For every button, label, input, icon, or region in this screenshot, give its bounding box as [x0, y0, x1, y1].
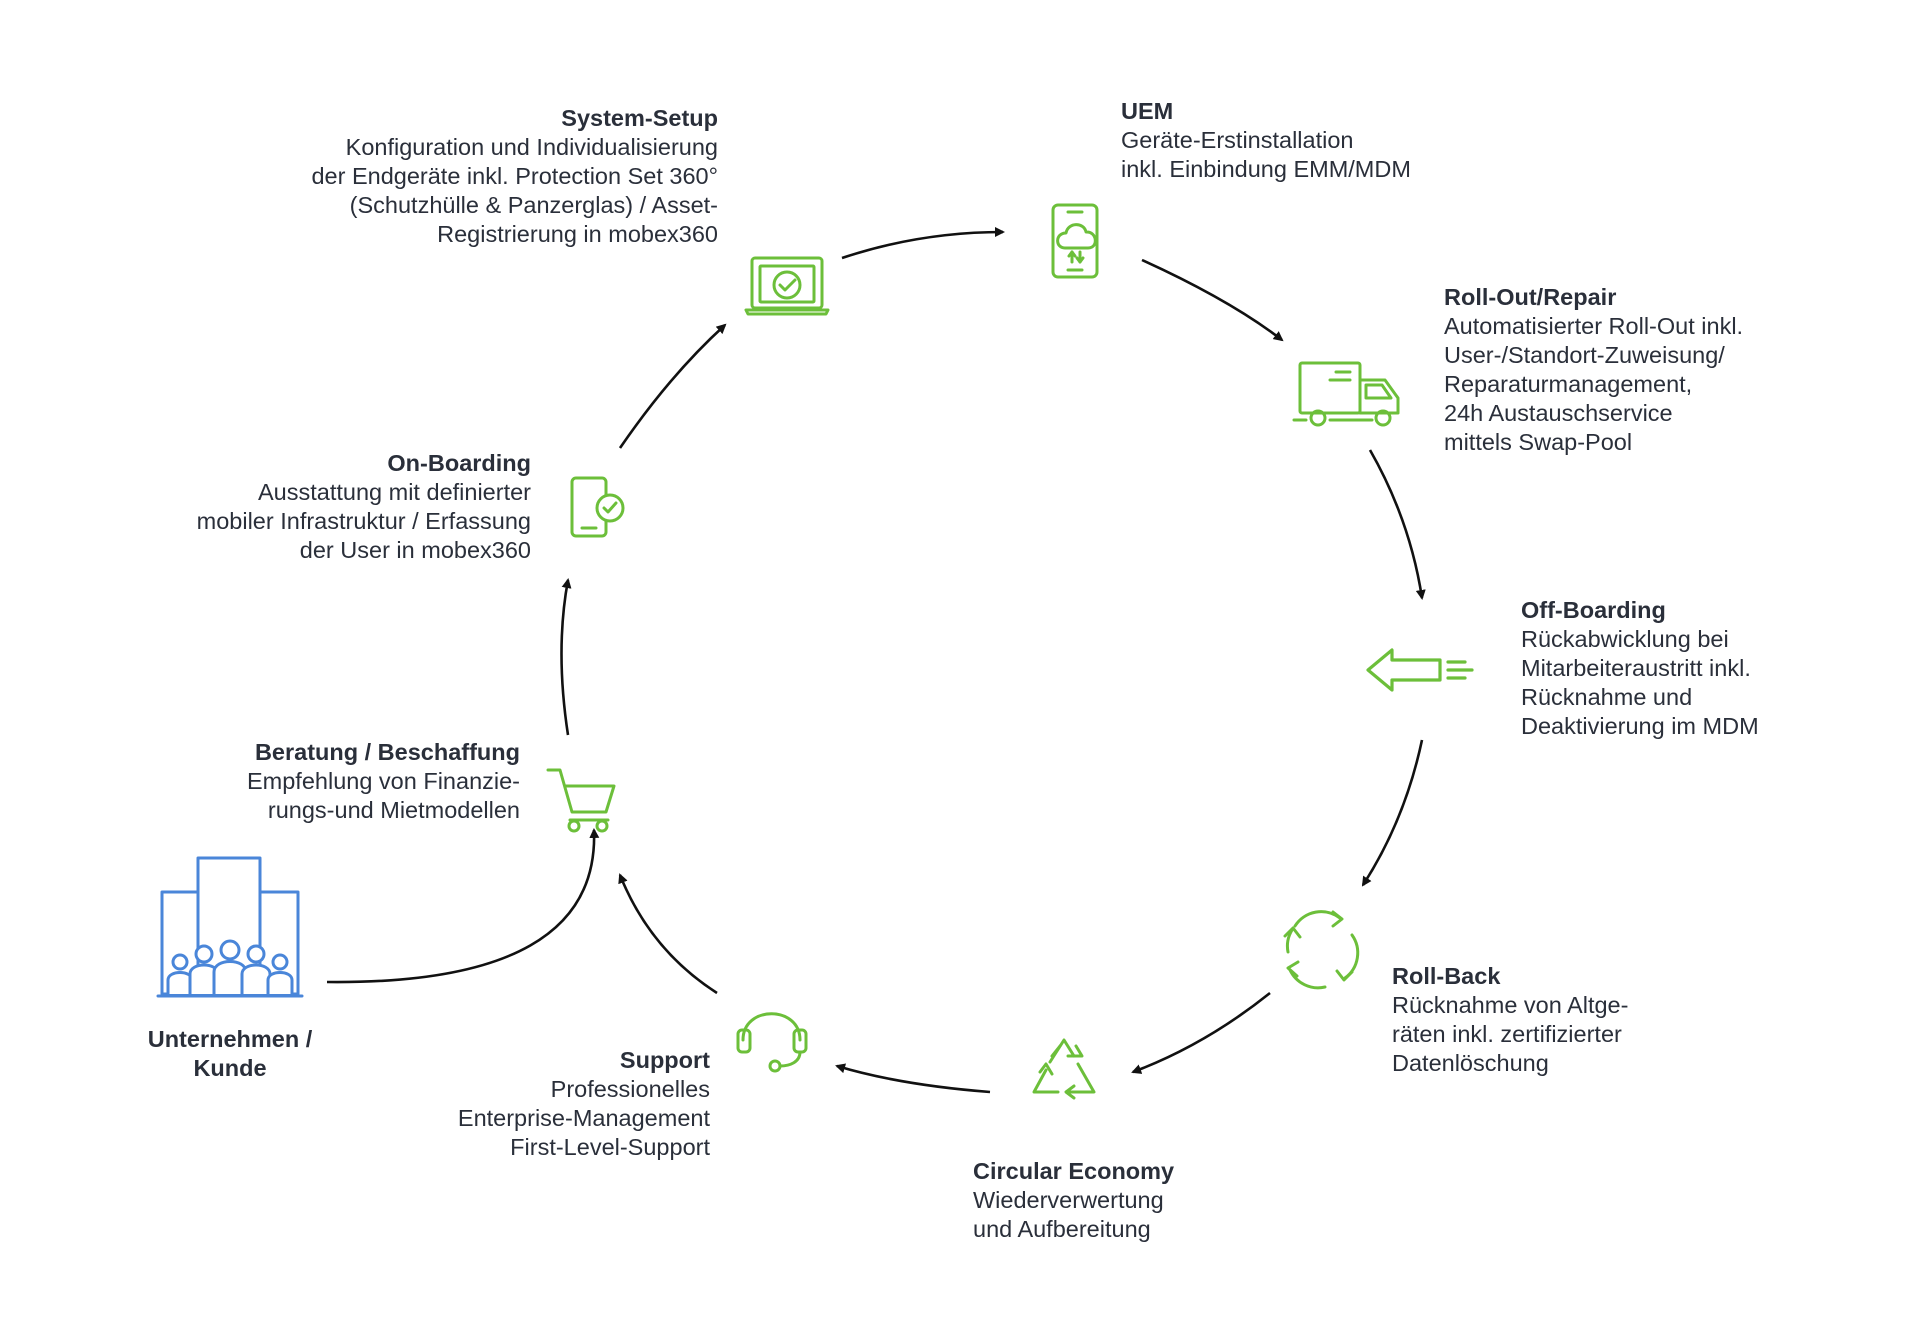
phone-check-icon — [570, 476, 625, 538]
node-line: User-/Standort-Zuweisung/ — [1444, 342, 1725, 368]
node-line: Enterprise-Management — [457, 1105, 710, 1131]
node-line: räten inkl. zertifizierter — [1392, 1021, 1622, 1047]
node-line: Rücknahme und — [1521, 684, 1693, 710]
node-uem: UEM Geräte-Erstinstallation inkl. Einbin… — [1121, 97, 1541, 184]
phone-cloud-icon — [1051, 203, 1099, 279]
node-system-setup: System-Setup Konfiguration und Individua… — [298, 104, 718, 249]
node-line: Registrierung in mobex360 — [437, 221, 718, 247]
node-line: Wiederverwertung — [973, 1187, 1164, 1213]
node-title: Unternehmen / — [147, 1026, 313, 1052]
node-line: der User in mobex360 — [299, 537, 531, 563]
company-people-icon — [156, 856, 304, 998]
node-line: rungs-und Mietmodellen — [267, 797, 520, 823]
node-title: Support — [619, 1047, 710, 1073]
refresh-cycle-icon — [1283, 910, 1360, 990]
node-title: Kunde — [193, 1055, 267, 1081]
node-title: Roll-Back — [1392, 963, 1501, 989]
node-line: Rücknahme von Altge- — [1392, 992, 1629, 1018]
node-customer: Unternehmen / Kunde — [80, 1025, 380, 1083]
node-title: System-Setup — [561, 105, 718, 131]
node-beratung-beschaffung: Beratung / Beschaffung Empfehlung von Fi… — [100, 738, 520, 825]
node-line: Empfehlung von Finanzie- — [246, 768, 520, 794]
laptop-check-icon — [744, 256, 830, 316]
node-support: Support Professionelles Enterprise-Manag… — [290, 1046, 710, 1162]
node-off-boarding: Off-Boarding Rückabwicklung bei Mitarbei… — [1521, 596, 1920, 741]
node-line: 24h Austauschservice — [1444, 400, 1673, 426]
arrow-setup-to-uem — [841, 227, 1005, 260]
node-line: Automatisierter Roll-Out inkl. — [1444, 313, 1744, 339]
arrow-onboarding-to-setup — [618, 323, 727, 449]
node-line: Professionelles — [550, 1076, 710, 1102]
node-title: Roll-Out/Repair — [1444, 284, 1617, 310]
node-line: inkl. Einbindung EMM/MDM — [1121, 156, 1411, 182]
node-on-boarding: On-Boarding Ausstattung mit definierter … — [111, 449, 531, 565]
node-title: Circular Economy — [973, 1158, 1175, 1184]
node-line: mobiler Infrastruktur / Erfassung — [196, 508, 531, 534]
node-line: First-Level-Support — [510, 1134, 710, 1160]
arrow-support-to-beratung — [618, 873, 718, 995]
node-line: Deaktivierung im MDM — [1521, 713, 1759, 739]
arrow-circular-to-support — [835, 1063, 991, 1094]
node-roll-back: Roll-Back Rücknahme von Altge- räten ink… — [1392, 962, 1812, 1078]
node-line: Reparaturmanagement, — [1444, 371, 1693, 397]
node-line: Rückabwicklung bei — [1521, 626, 1729, 652]
arrow-offboarding-to-rollback — [1361, 739, 1424, 887]
node-line: der Endgeräte inkl. Protection Set 360° — [311, 163, 718, 189]
arrow-customer-to-beratung — [326, 828, 600, 984]
arrow-rollout-to-offboarding — [1368, 449, 1426, 600]
node-rollout-repair: Roll-Out/Repair Automatisierter Roll-Out… — [1444, 283, 1864, 457]
node-line: (Schutzhülle & Panzerglas) / Asset- — [349, 192, 718, 218]
arrow-rollback-to-circular — [1131, 991, 1271, 1074]
truck-icon — [1292, 361, 1400, 427]
node-line: Ausstattung mit definierter — [258, 479, 531, 505]
node-line: Datenlöschung — [1392, 1050, 1549, 1076]
arrow-beratung-to-onboarding — [560, 578, 572, 736]
node-line: Konfiguration und Individualisierung — [345, 134, 718, 160]
node-line: mittels Swap-Pool — [1444, 429, 1633, 455]
node-circular-economy: Circular Economy Wiederverwertung und Au… — [973, 1157, 1393, 1244]
shopping-cart-icon — [546, 768, 616, 833]
node-title: Off-Boarding — [1521, 597, 1666, 623]
node-line: Geräte-Erstinstallation — [1121, 127, 1354, 153]
node-title: Beratung / Beschaffung — [254, 739, 520, 765]
arrow-uem-to-rollout — [1141, 258, 1284, 342]
node-line: Mitarbeiteraustritt inkl. — [1521, 655, 1751, 681]
headset-icon — [736, 1012, 808, 1073]
node-line: und Aufbereitung — [973, 1216, 1151, 1242]
arrow-left-fast-icon — [1366, 648, 1474, 692]
recycle-icon — [1032, 1038, 1096, 1100]
node-title: On-Boarding — [387, 450, 531, 476]
node-title: UEM — [1121, 98, 1174, 124]
